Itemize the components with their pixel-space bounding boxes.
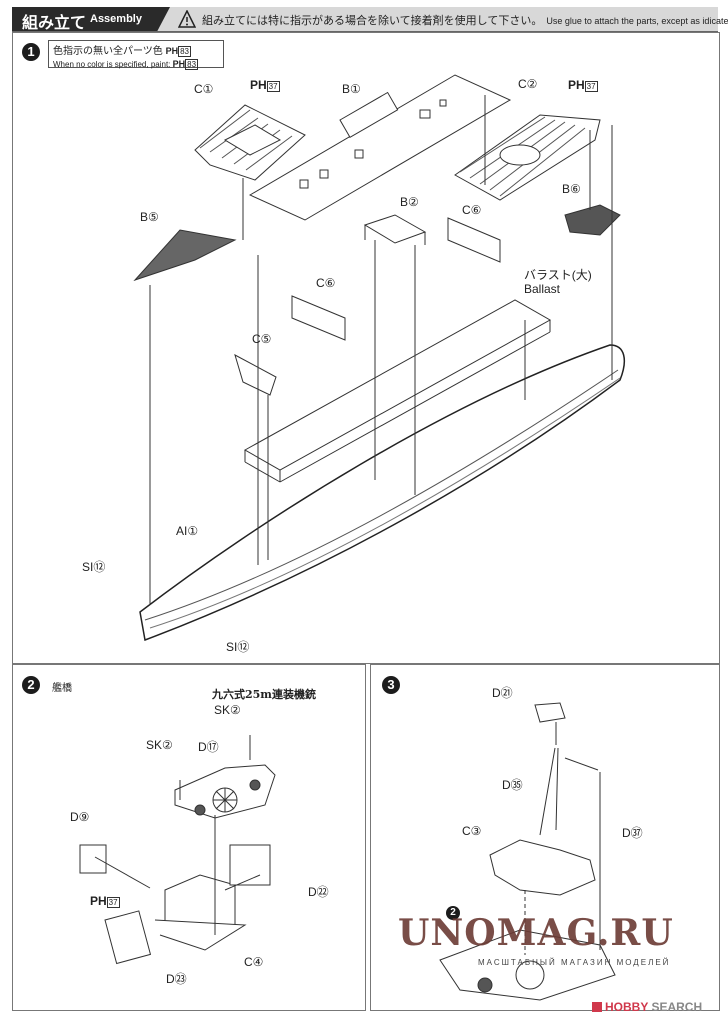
part-b2 (363, 214, 427, 245)
watermark-subtext: МАСШТАБНЫЙ МАГАЗИН МОДЕЛЕЙ (478, 958, 671, 967)
assembly-header: 組み立て Assembly 組み立てには特に指示がある場合を除いて接着剤を使用し… (12, 7, 728, 32)
step2-number: 2 (22, 676, 40, 694)
part-b5 (133, 229, 237, 282)
glue-note-jp: 組み立てには特に指示がある場合を除いて接着剤を使用して下さい。 (202, 15, 543, 27)
step3-frame (370, 664, 720, 1011)
glue-note-en: Use glue to attach the parts, except as … (546, 16, 728, 26)
part-d35-b (555, 747, 559, 831)
label-c3: C③ (462, 824, 482, 838)
label-d17: D⑰ (198, 740, 219, 754)
label-si12-b: SI⑫ (226, 640, 250, 654)
part-ai1-hull (139, 344, 626, 642)
label-c4: C④ (244, 955, 264, 969)
watermark-text: UNOMAG.RU (398, 912, 674, 954)
label-d23: D㉓ (166, 972, 187, 986)
gun-label: 九六式25m連装機銃 (212, 688, 316, 701)
title-en: Assembly (90, 13, 142, 25)
label-ballast-jp: バラスト(大) (524, 268, 592, 282)
part-c6-lower (291, 295, 346, 341)
label-c6-upper: C⑥ (462, 203, 482, 217)
step2-frame (12, 664, 366, 1011)
part-c1-deck (194, 104, 306, 181)
label-d37: D㊲ (622, 826, 643, 840)
part-c6-upper (447, 217, 501, 263)
glue-note: 組み立てには特に指示がある場合を除いて接着剤を使用して下さい。Use glue … (202, 12, 728, 28)
label-d22: D㉒ (308, 885, 329, 899)
label-b2: B② (400, 195, 419, 209)
step2-reference-badge: 2 (446, 906, 460, 920)
label-sk2-left: SK② (146, 738, 173, 752)
label-ballast-en: Ballast (524, 282, 561, 296)
label-b5: B⑤ (140, 210, 159, 224)
label-ai1: AI① (176, 524, 199, 538)
color-note-jp: 色指示の無い全パーツ色 (53, 46, 163, 57)
step3-number: 3 (382, 676, 400, 694)
warning-triangle-icon (178, 10, 196, 28)
hobby-search-logo-icon (592, 1002, 602, 1012)
label-c2: C② (518, 77, 538, 91)
label-d21: D㉑ (492, 686, 513, 700)
label-c1: C① (194, 82, 214, 96)
label-c5: C⑤ (252, 332, 272, 346)
part-c2-deck (454, 114, 601, 201)
title-jp: 組み立て (22, 15, 87, 32)
step1-frame (12, 32, 720, 664)
step2-title: 艦橋 (52, 683, 72, 694)
part-d22 (229, 844, 271, 886)
hobby-search-logo: HOBBY SEARCH (592, 1000, 702, 1014)
part-d21 (534, 702, 566, 723)
label-b1: B① (342, 82, 361, 96)
part-c3 (489, 839, 596, 896)
label-c6-lower: C⑥ (316, 276, 336, 290)
part-c5 (234, 353, 277, 396)
label-sk2-right: SK② (214, 703, 241, 717)
part-d23 (104, 910, 152, 965)
assembly-title: 組み立て Assembly (12, 7, 170, 31)
part-b6 (564, 204, 621, 236)
part-b1-deck (248, 74, 512, 221)
step1-number: 1 (22, 43, 40, 61)
label-b6: B⑥ (562, 182, 581, 196)
label-d35: D㉟ (502, 778, 523, 792)
label-si12-a: SI⑫ (82, 560, 106, 574)
color-note-en: When no color is specified, paint: (53, 60, 171, 69)
label-d9: D⑨ (70, 810, 90, 824)
part-d35-a (539, 747, 556, 836)
part-d9 (79, 844, 107, 874)
